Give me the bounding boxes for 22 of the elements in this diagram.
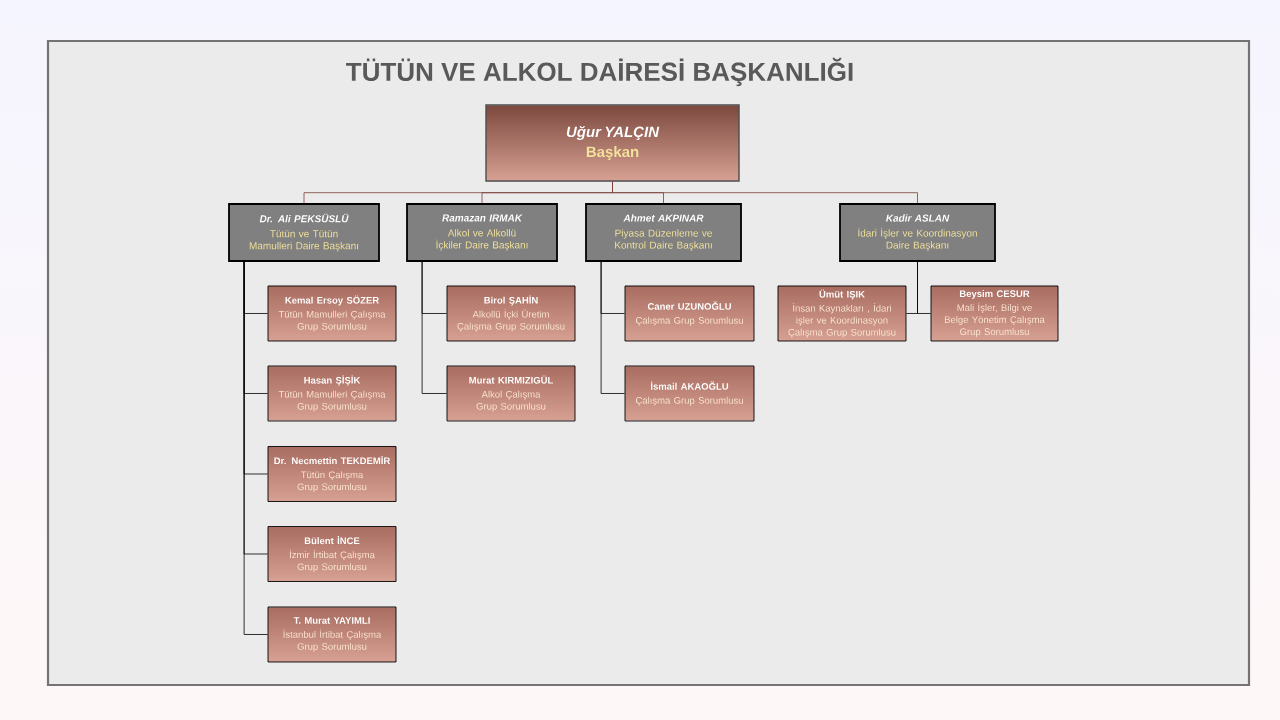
connector-line — [243, 261, 268, 635]
group-box: Ümüt IŞIK İnsan Kaynakları , İdari işler ve Koordinasyon Çalışma Grup Sorumlusu — [777, 285, 907, 342]
group-box: Dr. Necmettin TEKDEMİR Tütün Çalışma Grup Sorumlusu — [267, 446, 397, 502]
group-box: İsmail AKAOĞLU Çalışma Grup Sorumlusu — [624, 365, 755, 422]
group-box: Bülent İNCE İzmir İrtibat Çalışma Grup Sorumlusu — [267, 526, 397, 582]
group-box: Murat KIRMIZIGÜL Alkol Çalışma Grup Sorumlusu — [446, 365, 576, 422]
group-box: Birol ŞAHİN Alkollü İçki Üretim Çalışma Grup Sorumlusu — [446, 285, 576, 342]
group-box: T. Murat YAYIMLI İstanbul İrtibat Çalışma Grup Sorumlusu — [267, 606, 397, 663]
connector-line — [612, 181, 918, 204]
director-box: Uğur YALÇIN Başkan — [485, 104, 740, 182]
connector-line — [421, 261, 447, 394]
connector-line — [600, 261, 625, 394]
title: TÜTÜN VE ALKOL DAİRESİ BAŞKANLIĞI — [346, 57, 853, 87]
group-box: Caner UZUNOĞLU Çalışma Grup Sorumlusu — [624, 285, 755, 342]
department-box: Dr. Ali PEKSÜSLÜ Tütün ve Tütün Mamulleri Daire Başkanı — [228, 203, 380, 262]
department-box: Ramazan IRMAK Alkol ve Alkollü İçkiler Daire Başkanı — [406, 203, 558, 262]
department-box: Ahmet AKPINAR Piyasa Düzenleme ve Kontrol Daire Başkanı — [585, 203, 742, 262]
connector-line — [917, 261, 931, 314]
department-box: Kadir ASLAN İdari İşler ve Koordinasyon Daire Başkanı — [839, 203, 996, 262]
group-box: Hasan ŞİŞİK Tütün Mamulleri Çalışma Grup Sorumlusu — [267, 365, 397, 422]
group-box: Kemal Ersoy SÖZER Tütün Mamulleri Çalışma Grup Sorumlusu — [267, 285, 397, 342]
group-box: Beysim CESUR Mali İşler, Bilgi ve Belge Yönetim Çalışma Grup Sorumlusu — [930, 285, 1059, 342]
